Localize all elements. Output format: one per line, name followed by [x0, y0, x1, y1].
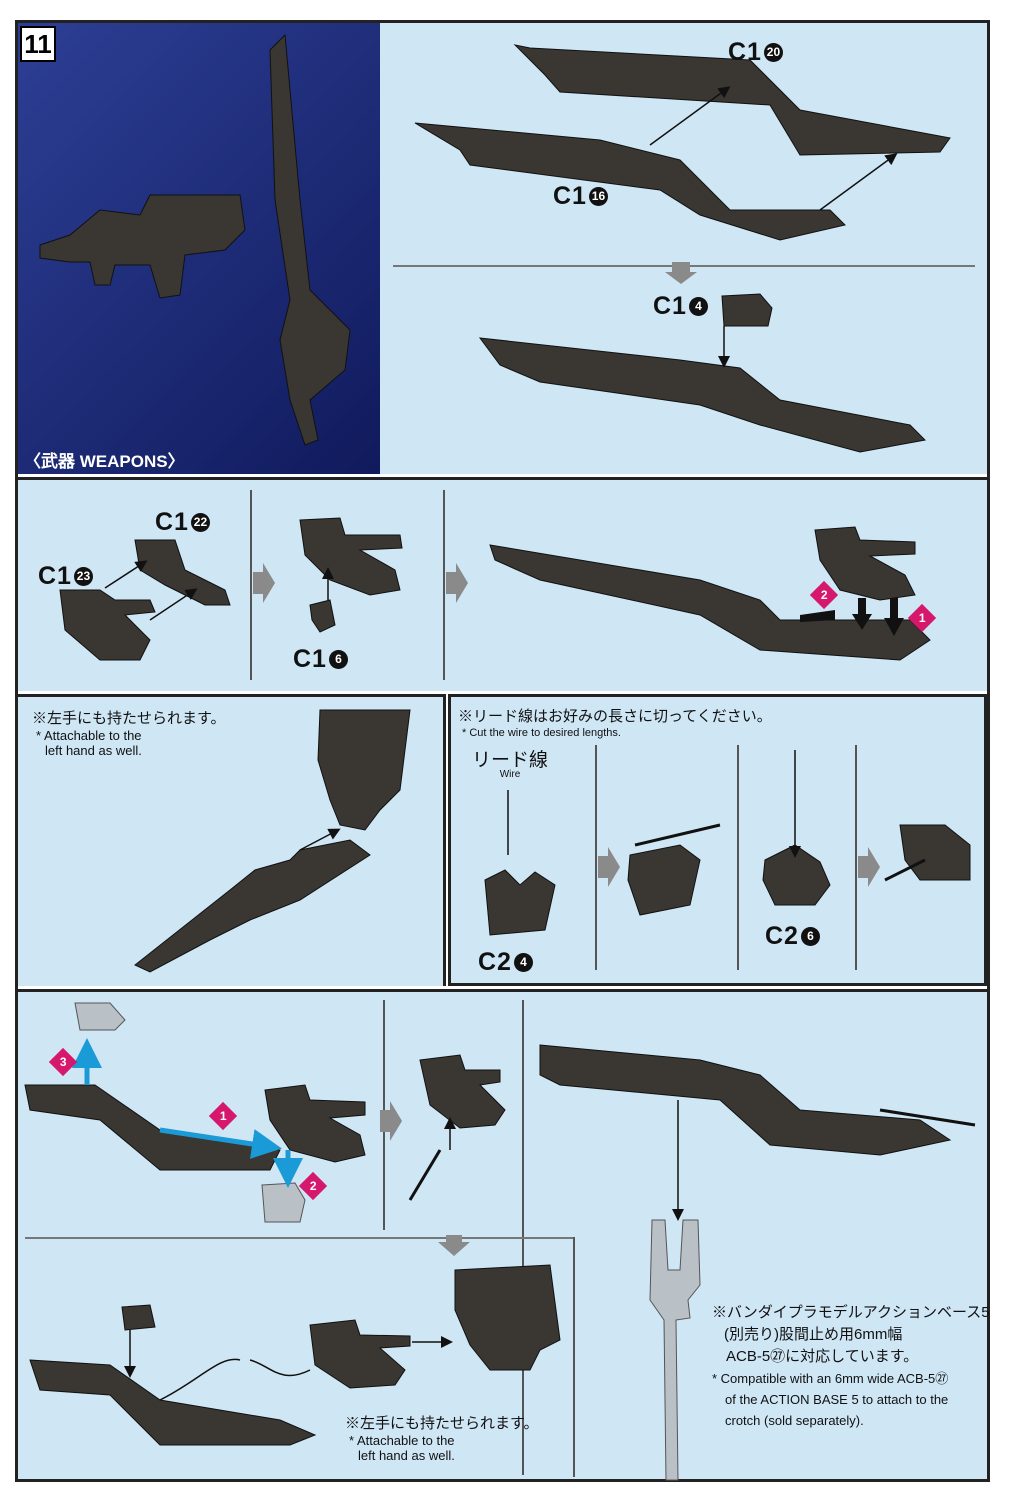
- divider: [25, 1237, 573, 1239]
- display-blade: [539, 1044, 952, 1156]
- hand-illustration-2: [454, 1264, 561, 1371]
- note-wire: ※リード線はお好みの長さに切ってください。 * Cut the wire to …: [458, 708, 772, 741]
- divider: [737, 745, 739, 970]
- note-en: * Cut the wire to desired lengths.: [462, 727, 621, 739]
- divider: [250, 490, 252, 680]
- note-en: * Attachable to the: [36, 728, 142, 743]
- note-left-hand-2: ※左手にも持たせられます。 * Attachable to the left h…: [345, 1415, 539, 1463]
- hand-illustration: [317, 709, 411, 831]
- action-base-arm: [649, 1219, 701, 1481]
- removed-piece-bottom: [261, 1182, 306, 1223]
- part-c2-6: [762, 844, 831, 906]
- divider: [443, 490, 445, 680]
- blade-photo: [269, 33, 351, 446]
- part-c1-4: [721, 293, 773, 327]
- wire-blade: [29, 1359, 317, 1446]
- rifle-image: [39, 194, 246, 299]
- part-c2-4: [484, 869, 556, 936]
- wire-label-en: Wire: [499, 769, 521, 780]
- note-en: left hand as well.: [358, 1448, 455, 1463]
- weapons-caption: 〈武器 WEAPONS〉: [24, 452, 185, 471]
- divider: [595, 745, 597, 970]
- note-jp: ※リード線はお好みの長さに切ってください。: [458, 708, 772, 725]
- note-jp: (別売り)股間止め用6mm幅: [724, 1326, 903, 1343]
- part-c1-23: [59, 589, 156, 661]
- flow-arrow: [665, 262, 697, 284]
- note-jp: ※バンダイプラモデルアクションベース5: [712, 1304, 990, 1321]
- blade-part-c1-20: [513, 44, 951, 156]
- note-action-base: ※バンダイプラモデルアクションベース5 (別売り)股間止め用6mm幅 ACB-5…: [712, 1302, 990, 1431]
- weapons-caption-jp: 武器: [41, 452, 75, 471]
- wire-label: リード線 Wire: [472, 750, 549, 780]
- clip-rotated: [899, 824, 971, 881]
- flow-arrow: [438, 1235, 470, 1256]
- display-panel: [18, 989, 987, 1479]
- shield-on-hand: [134, 839, 371, 973]
- divider: [573, 1237, 575, 1477]
- flow-arrow: [446, 563, 468, 603]
- flow-arrow: [380, 1101, 402, 1141]
- part-c1-22: [134, 539, 231, 606]
- note-jp: ACB-5㉗に対応しています。: [726, 1348, 919, 1365]
- note-en: * Compatible with an 6mm wide ACB-5㉗: [712, 1371, 949, 1386]
- wire-label-jp: リード線: [472, 750, 549, 771]
- note-en: * Attachable to the: [349, 1433, 455, 1448]
- shield-blade: [489, 544, 931, 661]
- flow-arrow: [858, 847, 880, 887]
- note-jp: ※左手にも持たせられます。: [32, 710, 226, 727]
- weapons-caption-en: WEAPONS: [79, 452, 168, 471]
- wire-clip: [121, 1304, 156, 1331]
- grip-part: [299, 517, 403, 596]
- note-en: left hand as well.: [45, 743, 142, 758]
- part-c1-6: [309, 599, 336, 633]
- blade-part-c1-16: [414, 122, 846, 241]
- clip-wire-step: [627, 844, 701, 916]
- note-left-hand-1: ※左手にも持たせられます。 * Attachable to the left h…: [32, 710, 226, 758]
- stand-blade-part: [24, 1084, 281, 1171]
- wire-panel: [448, 694, 987, 986]
- left-hand-panel: [18, 694, 446, 986]
- note-en: of the ACTION BASE 5 to attach to the: [725, 1392, 949, 1407]
- flow-arrow: [598, 847, 620, 887]
- note-en: crotch (sold separately).: [725, 1413, 864, 1428]
- grip-wire-end: [309, 1319, 411, 1389]
- page-frame: [15, 20, 990, 1482]
- divider: [855, 745, 857, 970]
- step-number-badge: 11: [20, 26, 56, 62]
- grip-part-2: [419, 1054, 506, 1129]
- grip-part-removed: [264, 1084, 366, 1163]
- note-jp: ※左手にも持たせられます。: [345, 1415, 539, 1432]
- blade-assembled: [478, 337, 927, 453]
- grip-on-blade: [814, 526, 916, 601]
- flow-arrow: [253, 563, 275, 603]
- removed-piece-top: [74, 1002, 126, 1031]
